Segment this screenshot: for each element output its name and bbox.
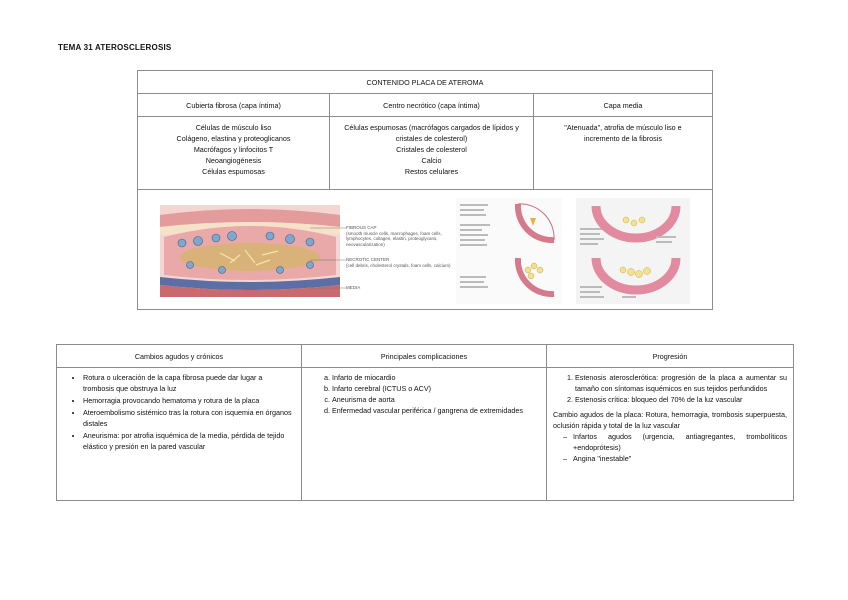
list-item: Estenosis aterosclerótica: progresión de… xyxy=(575,372,787,394)
label-leader-lines xyxy=(310,227,346,289)
column-header-fibrous-cap: Cubierta fibrosa (capa íntima) xyxy=(137,93,330,117)
list-item: Colágeno, elastina y proteoglicanos xyxy=(176,134,291,143)
list-item: Estenosis crítica: bloqueo del 70% de la… xyxy=(575,394,787,405)
progression-numbered-list: Estenosis aterosclerótica: progresión de… xyxy=(553,372,787,405)
complications-list: Infarto de miocardio Infarto cerebral (I… xyxy=(308,372,540,416)
list-item: Aneurisma: por atrofia isquémica de la m… xyxy=(83,430,295,452)
necrotic-center-label: NECROTIC CENTER xyxy=(346,257,390,262)
fibrous-cap-label: FIBROUS CAP xyxy=(346,225,377,230)
fibrous-cap-cell: Células de músculo liso Colágeno, elasti… xyxy=(137,116,330,190)
list-item: Hemorragia provocando hematoma y rotura … xyxy=(83,395,295,406)
list-item: Cristales de colesterol xyxy=(396,145,467,154)
list-item: Neoangiogénesis xyxy=(205,156,262,165)
artery-progression-image xyxy=(460,203,555,298)
figure-label-fibrous-cap: FIBROUS CAP (smooth muscle cells, macrop… xyxy=(346,225,451,247)
document-title: TEMA 31 ATEROSCLEROSIS xyxy=(58,43,172,52)
progression-cell: Estenosis aterosclerótica: progresión de… xyxy=(546,367,794,501)
list-item: Infartos agudos (urgencia, antiagregante… xyxy=(573,431,787,453)
figure-label-media: MEDIA xyxy=(346,285,361,290)
list-item: Células de músculo liso xyxy=(195,123,272,132)
list-item: Macrófagos y linfocitos T xyxy=(193,145,274,154)
list-item: Infarto cerebral (ICTUS o ACV) xyxy=(332,383,540,394)
acute-chronic-list: Rotura o ulceración de la capa fibrosa p… xyxy=(63,372,295,452)
list-item: Ateroembolismo sistémico tras la rotura … xyxy=(83,407,295,429)
acute-changes-paragraph: Cambio agudos de la placa: Rotura, hemor… xyxy=(553,410,787,430)
complications-cell: Infarto de miocardio Infarto cerebral (I… xyxy=(301,367,547,501)
plaque-rupture-image xyxy=(580,205,681,298)
list-item: "Atenuada", atrofia de músculo liso e in… xyxy=(564,123,682,143)
acute-changes-list: Infartos agudos (urgencia, antiagregante… xyxy=(553,431,787,464)
progression-figure-2 xyxy=(576,198,690,304)
plaque-illustration xyxy=(160,205,340,297)
list-item: Angina "inestable" xyxy=(573,453,787,464)
complications-table: Cambios agudos y crónicos Principales co… xyxy=(56,344,794,501)
column-header-media: Capa media xyxy=(533,93,713,117)
list-item: Infarto de miocardio xyxy=(332,372,540,383)
figure-label-necrotic-center: NECROTIC CENTER (cell debris, cholestero… xyxy=(346,257,451,268)
column-header-progression: Progresión xyxy=(546,344,794,368)
plaque-content-table: CONTENIDO PLACA DE ATEROMA Cubierta fibr… xyxy=(137,70,713,310)
plaque-cross-section-image xyxy=(160,205,340,297)
list-item: Aneurisma de aorta xyxy=(332,394,540,405)
table-header: CONTENIDO PLACA DE ATEROMA xyxy=(137,70,713,94)
acute-chronic-cell: Rotura o ulceración de la capa fibrosa p… xyxy=(56,367,302,501)
list-item: Restos celulares xyxy=(404,167,459,176)
list-item: Enfermedad vascular periférica / gangren… xyxy=(332,405,540,416)
fibrous-cap-description: (smooth muscle cells, macrophages, foam … xyxy=(346,230,442,247)
necrotic-center-cell: Células espumosas (macrófagos cargados d… xyxy=(329,116,534,190)
list-item: Rotura o ulceración de la capa fibrosa p… xyxy=(83,372,295,394)
list-item: Calcio xyxy=(421,156,442,165)
column-header-complications: Principales complicaciones xyxy=(301,344,547,368)
media-cell: "Atenuada", atrofia de músculo liso e in… xyxy=(533,116,713,190)
column-header-necrotic-center: Centro necrótico (capa íntima) xyxy=(329,93,534,117)
necrotic-center-description: (cell debris, cholesterol crystals, foam… xyxy=(346,262,451,268)
list-item: Células espumosas (macrófagos cargados d… xyxy=(344,123,519,143)
figure-row: FIBROUS CAP (smooth muscle cells, macrop… xyxy=(137,189,713,310)
column-header-acute-chronic: Cambios agudos y crónicos xyxy=(56,344,302,368)
progression-figure-1 xyxy=(456,198,562,304)
list-item: Células espumosas xyxy=(202,167,265,176)
